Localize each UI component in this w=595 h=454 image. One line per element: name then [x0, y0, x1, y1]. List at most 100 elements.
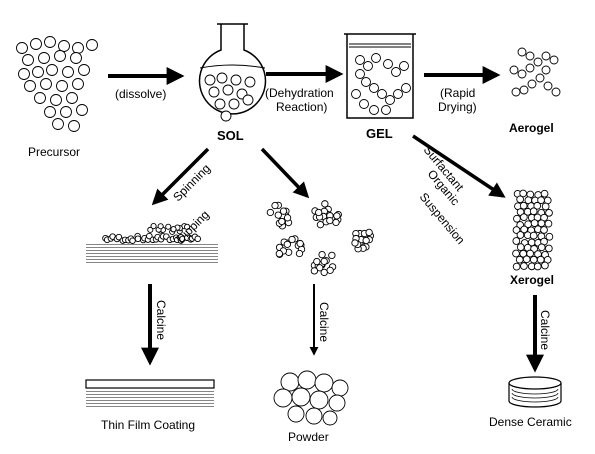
gel-beaker-icon — [344, 33, 416, 119]
sol-particle — [216, 72, 228, 84]
xerogel-particle — [537, 243, 546, 252]
calcine-ceramic-label: Calcine — [538, 310, 552, 350]
xerogel-particle — [520, 262, 528, 270]
gel-particle — [355, 69, 365, 79]
calcine-powder-label: Calcine — [317, 302, 331, 342]
powder-cluster-particle — [283, 214, 292, 222]
xerogel-particle — [545, 232, 554, 241]
aerogel-label: Aerogel — [509, 121, 554, 135]
powder-cluster-particle — [320, 257, 328, 266]
precursor-particle — [56, 80, 68, 92]
xerogel-particle — [512, 237, 521, 245]
powder-cluster-particle — [266, 208, 275, 217]
powder-sphere — [309, 390, 329, 410]
coated-substrate-icon — [86, 223, 218, 264]
xerogel-particle — [516, 195, 524, 204]
powder-sphere — [287, 405, 305, 423]
gel-label: GEL — [366, 126, 393, 141]
powder-sphere — [273, 388, 293, 408]
precursor-particle — [16, 42, 28, 54]
xerogel-particle — [545, 244, 553, 253]
film-particle — [165, 223, 172, 230]
gel-particle — [371, 53, 381, 63]
sol-particle — [220, 110, 232, 122]
gel-particle — [393, 89, 403, 99]
aerogel-particle — [525, 63, 535, 73]
powder-cluster-particle — [274, 211, 282, 219]
gel-particle — [369, 83, 379, 93]
sol-particle — [222, 84, 234, 96]
powder-sphere — [291, 387, 311, 407]
gel-particle — [399, 61, 409, 71]
powder-cluster-particle — [313, 257, 321, 266]
aerogel-particle — [509, 65, 519, 75]
film-particle — [194, 235, 202, 243]
powder-cluster-particle — [326, 266, 334, 274]
precursor-particle — [70, 52, 82, 64]
xerogel-particle — [536, 255, 545, 264]
sol-particle — [244, 76, 256, 88]
aerogel-structure-icon — [509, 47, 561, 97]
xerogel-particle — [512, 262, 521, 271]
powder-cluster-particle — [351, 239, 359, 247]
gel-particle — [369, 105, 379, 115]
aerogel-particle — [511, 87, 521, 97]
powder-cluster-particle — [320, 268, 328, 277]
precursor-particles — [16, 36, 98, 132]
film-particle — [134, 235, 142, 243]
powder-arrow — [260, 147, 310, 199]
powder-cluster-particle — [316, 264, 324, 272]
sol-particle — [230, 74, 242, 86]
film-particle — [184, 223, 191, 230]
film-particle — [170, 226, 177, 233]
powder-cluster-particle — [279, 207, 288, 215]
sol-label: SOL — [217, 128, 244, 143]
xerogel-particle — [526, 249, 534, 258]
gel-particle — [355, 55, 365, 65]
xerogel-particle — [533, 262, 542, 271]
dense-ceramic-icon — [508, 376, 562, 408]
powder-cluster-particle — [332, 218, 340, 227]
powder-sphere — [314, 373, 334, 393]
xerogel-particle — [529, 255, 538, 264]
precursor-particle — [62, 66, 74, 78]
powder-cluster-particle — [318, 250, 326, 259]
gel-particle — [383, 59, 393, 69]
precursor-particle — [76, 104, 88, 116]
powder-cluster-particle — [362, 236, 370, 245]
powder-cluster-particle — [288, 235, 296, 244]
aerogel-particle — [535, 73, 545, 83]
precursor-particle — [32, 66, 44, 78]
xerogel-particle — [512, 226, 521, 234]
film-particle — [150, 223, 157, 230]
powder-cluster-particle — [326, 216, 334, 225]
xerogel-particle — [522, 255, 531, 264]
powder-cluster-particle — [333, 212, 341, 220]
precursor-particle — [52, 118, 64, 130]
xerogel-particle — [513, 214, 521, 223]
powder-sphere — [305, 407, 323, 425]
xerogel-particle — [544, 219, 553, 228]
xerogel-particle — [519, 201, 528, 210]
powder-label: Powder — [288, 430, 329, 444]
sol-particle — [204, 74, 216, 86]
aerogel-particle — [517, 69, 527, 79]
precursor-particle — [46, 64, 58, 76]
powder-cluster-particle — [283, 240, 291, 249]
xerogel-particle — [529, 231, 538, 240]
powder-sphere — [331, 379, 349, 397]
powder-cluster-particle — [365, 228, 373, 237]
xerogel-particle — [541, 261, 549, 270]
precursor-particle — [78, 64, 90, 76]
powder-cluster-particle — [271, 201, 279, 210]
gel-particle — [391, 67, 401, 77]
dissolve-label: (dissolve) — [115, 87, 166, 101]
precursor-particle — [50, 94, 62, 106]
thin-film-coating-label: Thin Film Coating — [101, 418, 195, 432]
precursor-particle — [44, 36, 56, 48]
gel-particle — [361, 77, 371, 87]
film-particle — [129, 237, 136, 244]
xerogel-particle — [540, 226, 548, 234]
dense-ceramic-label: Dense Ceramic — [489, 415, 572, 429]
